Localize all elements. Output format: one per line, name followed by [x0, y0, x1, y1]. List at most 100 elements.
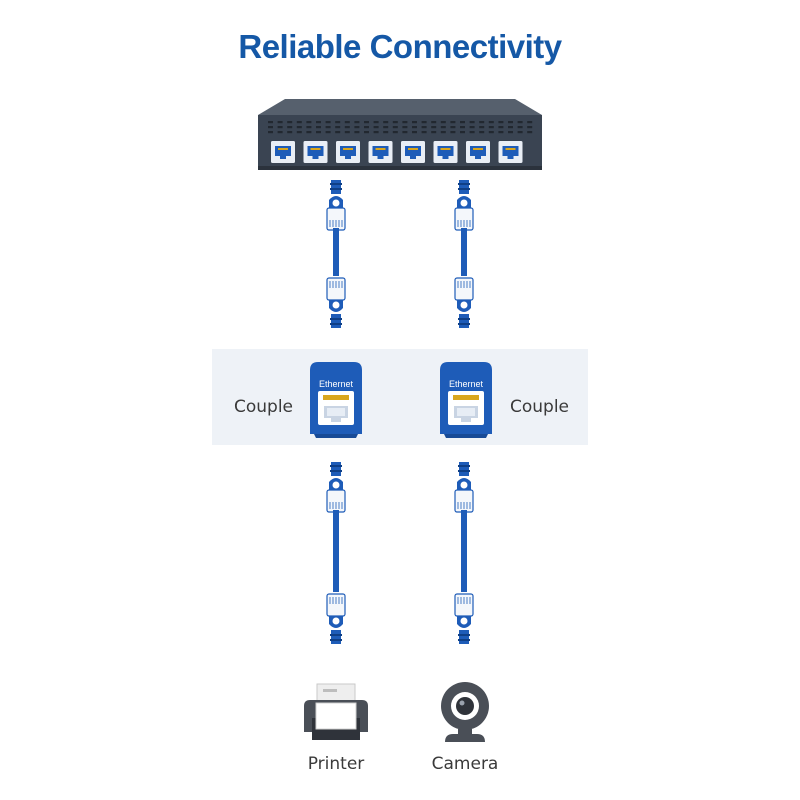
coupler-left-label: Couple [234, 397, 294, 417]
vent-slot [335, 126, 341, 129]
vent-slot [364, 126, 369, 129]
network-switch [258, 99, 542, 170]
vent-slot [325, 126, 331, 129]
vent-slot [306, 126, 312, 129]
vent-slot [354, 121, 360, 124]
vent-slot [316, 131, 321, 134]
vent-slot [287, 121, 293, 124]
vent-slot [460, 131, 465, 134]
vent-slot [527, 126, 533, 129]
vent-slot [460, 126, 465, 129]
vent-slot [392, 126, 398, 129]
switch-port [498, 141, 523, 163]
vent-slot [268, 131, 273, 134]
vent-slot [287, 126, 293, 129]
switch-port [336, 141, 360, 163]
vent-slot [373, 126, 379, 129]
vent-slot [488, 131, 494, 134]
switch-port [401, 141, 425, 163]
vent-slot [373, 121, 379, 124]
vent-slot [479, 121, 485, 124]
vent-slot [268, 126, 273, 129]
vent-slot [421, 131, 427, 134]
vent-slot [517, 121, 523, 124]
vent-slot [296, 126, 302, 129]
switch-port [368, 141, 393, 163]
vent-slot [325, 131, 331, 134]
vent-slot [431, 131, 437, 134]
vent-slot [431, 121, 437, 124]
coupler-right-label: Couple [510, 397, 570, 417]
vent-slot [469, 131, 475, 134]
vent-slot [527, 121, 533, 124]
vent-slot [412, 126, 417, 129]
vent-slot [392, 131, 398, 134]
vent-slot [508, 131, 513, 134]
cable-lower-left [326, 462, 346, 645]
vent-slot [402, 126, 408, 129]
vent-slot [325, 121, 331, 124]
page-title: Reliable Connectivity [238, 28, 562, 65]
switch-port [433, 141, 458, 163]
vent-slot [460, 121, 465, 124]
vent-slot [383, 126, 389, 129]
vent-slot [517, 131, 523, 134]
vent-slot [354, 126, 360, 129]
vent-slot [344, 126, 350, 129]
vent-slot [517, 126, 523, 129]
vent-slot [488, 126, 494, 129]
vent-slot [479, 131, 485, 134]
webcam-icon [441, 682, 489, 742]
vent-slot [469, 121, 475, 124]
vent-slot [383, 131, 389, 134]
vent-slot [402, 131, 408, 134]
switch-ports [271, 141, 523, 163]
vent-slot [440, 131, 446, 134]
switch-port [271, 141, 295, 163]
vent-slot [450, 126, 456, 129]
vent-slot [508, 126, 513, 129]
vent-slot [383, 121, 389, 124]
vent-slot [306, 121, 312, 124]
vent-slot [527, 131, 533, 134]
vent-slot [412, 131, 417, 134]
vent-slot [316, 121, 321, 124]
vent-slot [479, 126, 485, 129]
printer-label: Printer [307, 754, 365, 774]
vent-slot [412, 121, 417, 124]
vent-slot [277, 131, 283, 134]
vent-slot [498, 126, 504, 129]
vent-slot [306, 131, 312, 134]
coupler-right [440, 362, 492, 438]
vent-slot [335, 121, 341, 124]
coupler-right-badge: Ethernet [448, 379, 484, 389]
vent-slot [364, 131, 369, 134]
vent-slot [392, 121, 398, 124]
vent-slot [364, 121, 369, 124]
printer-icon [304, 683, 368, 740]
vent-slot [469, 126, 475, 129]
vent-slot [431, 126, 437, 129]
vent-slot [316, 126, 321, 129]
coupler-left-badge: Ethernet [318, 379, 354, 389]
vent-slot [488, 121, 494, 124]
vent-slot [450, 131, 456, 134]
vent-slot [373, 131, 379, 134]
vent-slot [440, 126, 446, 129]
vent-slot [268, 121, 273, 124]
vent-slot [421, 121, 427, 124]
vent-slot [450, 121, 456, 124]
camera-label: Camera [431, 754, 499, 774]
coupler-left [310, 362, 362, 438]
vent-slot [402, 121, 408, 124]
vent-slot [354, 131, 360, 134]
switch-port [466, 141, 490, 163]
vent-slot [296, 121, 302, 124]
vent-slot [287, 131, 293, 134]
vent-slot [277, 126, 283, 129]
vent-slot [344, 131, 350, 134]
vent-slot [498, 131, 504, 134]
coupler-band [212, 349, 588, 445]
cable-upper-left [326, 180, 346, 329]
